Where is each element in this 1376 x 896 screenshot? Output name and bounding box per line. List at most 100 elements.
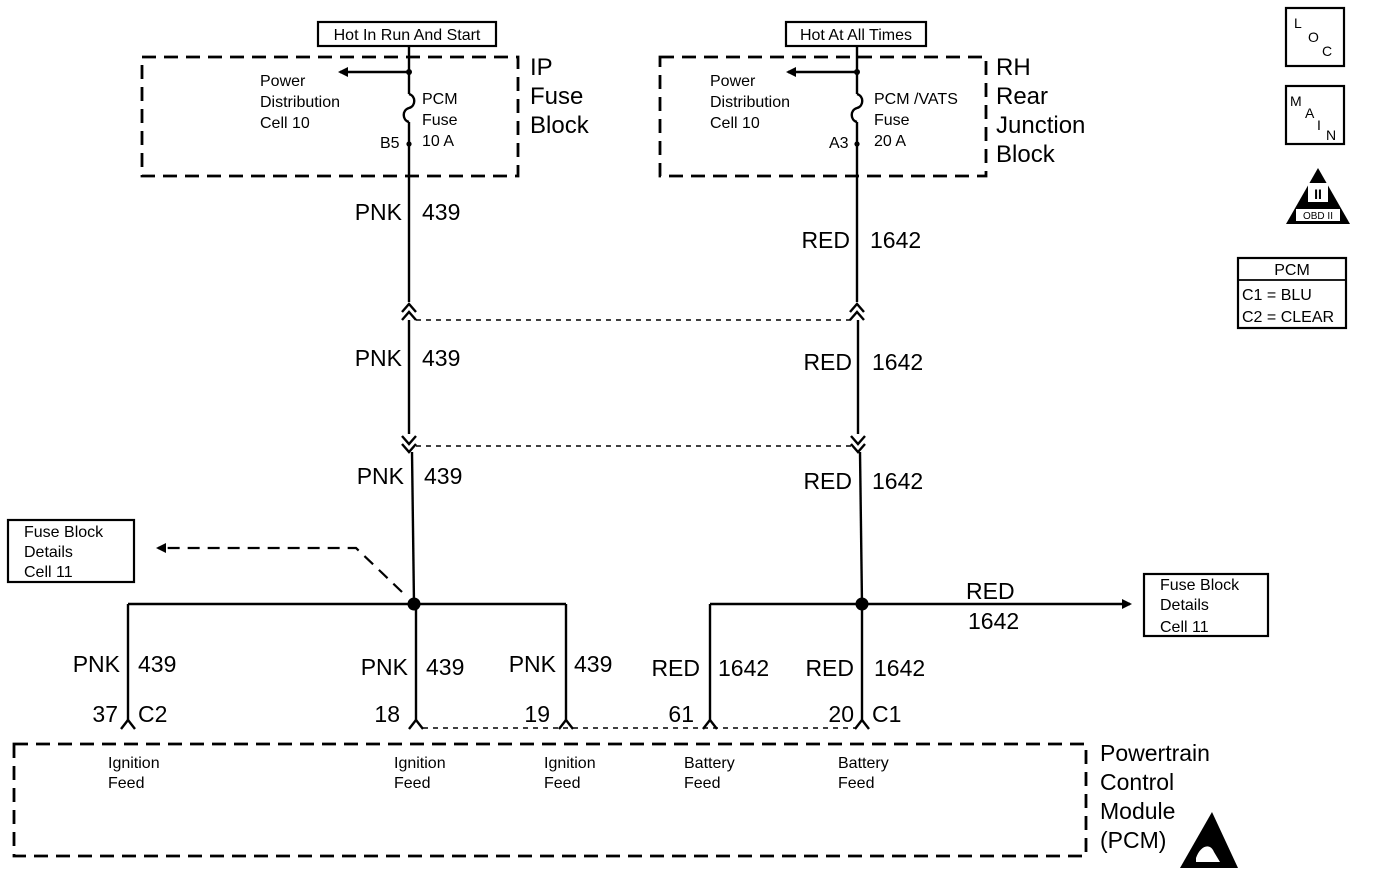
rh-block-title-1: RH [996, 54, 1031, 81]
pnk-wire-color-1: PNK [355, 199, 403, 225]
red-ref-wire-color: RED [966, 578, 1015, 604]
loc-icon[interactable]: L O C [1284, 6, 1346, 68]
rh-fuse-line-3: 20 A [874, 133, 906, 150]
pin-19-number: 19 [524, 701, 550, 727]
pin-18-feed-1: Ignition [394, 755, 446, 772]
ip-terminal-label: B5 [380, 135, 400, 152]
svg-text:Cell 11: Cell 11 [24, 564, 73, 581]
pin-20-feed-2: Feed [838, 775, 874, 792]
svg-text:Fuse Block: Fuse Block [24, 524, 104, 541]
pin-37-feed-2: Feed [108, 775, 144, 792]
pnk-pin37-circuit: 439 [138, 651, 176, 677]
red-pin61-color: RED [651, 655, 700, 681]
rh-block-title-2: Rear [996, 83, 1048, 110]
pcm-title-1: Powertrain [1100, 740, 1210, 766]
red-wire-color-3: RED [803, 468, 852, 494]
svg-text:M: M [1290, 93, 1302, 109]
svg-text:Cell 11: Cell 11 [1160, 619, 1209, 636]
red-ref-wire-circuit: 1642 [968, 608, 1019, 634]
pnk-wire-circuit-1: 439 [422, 199, 460, 225]
pcm-title-3: Module [1100, 798, 1175, 824]
ip-fuse-block: IP Fuse Block Power Distribution Cell 10… [140, 46, 590, 178]
svg-text:A: A [1305, 105, 1315, 121]
svg-text:C: C [1322, 43, 1332, 59]
ip-fuse-block-title-2: Fuse [530, 83, 583, 110]
red-wire-color-1: RED [801, 227, 850, 253]
ip-fuse-block-title-3: Block [530, 112, 590, 139]
pcm-connector-legend: PCM C1 = BLU C2 = CLEAR [1236, 256, 1348, 330]
pnk-pin37-color: PNK [73, 651, 121, 677]
pin-20-number: 20 [828, 701, 854, 727]
connector-pins [120, 718, 870, 730]
svg-text:O: O [1308, 29, 1319, 45]
rh-fuse-line-2: Fuse [874, 112, 910, 129]
red-wire-color-2: RED [803, 349, 852, 375]
rh-pcm-vats-fuse-icon [850, 92, 864, 124]
svg-text:Details: Details [1160, 597, 1209, 614]
rh-block-title-3: Junction [996, 112, 1085, 139]
rh-fuse-line-1: PCM /VATS [874, 91, 958, 108]
pnk-wire-color-2: PNK [355, 345, 403, 371]
svg-text:Details: Details [24, 544, 73, 561]
rh-pd-line-1: Power [710, 73, 756, 90]
ip-fuse-line-3: 10 A [422, 133, 454, 150]
pin-61-feed-2: Feed [684, 775, 720, 792]
red-splice [708, 597, 1132, 720]
esd-warning-icon [1180, 812, 1238, 868]
svg-text:Hot In Run And Start: Hot In Run And Start [334, 27, 481, 44]
left-ref-dashed-leader [156, 543, 403, 593]
pin-20-feed-1: Battery [838, 755, 889, 772]
pin-19-feed-2: Feed [544, 775, 580, 792]
obd-ii-icon[interactable]: II OBD II [1286, 168, 1350, 224]
svg-text:OBD II: OBD II [1303, 211, 1333, 222]
svg-text:L: L [1294, 15, 1302, 31]
svg-text:I: I [1317, 117, 1321, 133]
red-pin20-circuit: 1642 [874, 655, 925, 681]
ip-pd-line-2: Distribution [260, 94, 340, 111]
rh-pd-line-2: Distribution [710, 94, 790, 111]
red-wire-circuit-1: 1642 [870, 227, 921, 253]
pin-61-feed-1: Battery [684, 755, 735, 772]
pin-18-feed-2: Feed [394, 775, 430, 792]
pnk-pin19-color: PNK [509, 651, 557, 677]
fuse-block-details-ref-left[interactable]: Fuse Block Details Cell 11 [6, 518, 136, 584]
svg-text:N: N [1326, 127, 1336, 143]
red-wire-circuit-2: 1642 [872, 349, 923, 375]
ip-fuse-block-title-1: IP [530, 54, 553, 81]
svg-text:II: II [1314, 186, 1322, 202]
main-icon[interactable]: M A I N [1284, 84, 1346, 146]
pin-37-number: 37 [92, 701, 118, 727]
pin-19-feed-1: Ignition [544, 755, 596, 772]
pnk-wire-circuit-2: 439 [422, 345, 460, 371]
svg-text:C2 = CLEAR: C2 = CLEAR [1242, 309, 1334, 326]
red-main-wire [849, 144, 866, 605]
rh-terminal-label: A3 [829, 135, 849, 152]
rh-rear-junction-block: RH Rear Junction Block Power Distributio… [658, 46, 1085, 178]
ip-pd-line-3: Cell 10 [260, 115, 310, 132]
red-pin20-color: RED [805, 655, 854, 681]
red-pin61-circuit: 1642 [718, 655, 769, 681]
pcm-module: Ignition Feed Ignition Feed Ignition Fee… [12, 742, 1088, 858]
svg-text:Hot At All Times: Hot At All Times [800, 27, 912, 44]
svg-text:PCM: PCM [1274, 262, 1310, 279]
fuse-block-details-ref-right[interactable]: Fuse Block Details Cell 11 [1142, 572, 1270, 638]
pnk-pin18-color: PNK [361, 654, 409, 680]
ip-pd-line-1: Power [260, 73, 306, 90]
hot-in-run-and-start-label: Hot In Run And Start [316, 20, 498, 48]
ip-fuse-line-2: Fuse [422, 112, 458, 129]
pnk-wire-color-3: PNK [357, 463, 405, 489]
svg-text:C1 = BLU: C1 = BLU [1242, 287, 1312, 304]
pin-37-connector: C2 [138, 701, 167, 727]
pnk-main-wire [401, 144, 852, 605]
rh-pd-line-3: Cell 10 [710, 115, 760, 132]
pnk-splice [126, 597, 568, 720]
pnk-wire-circuit-3: 439 [424, 463, 462, 489]
pnk-pin19-circuit: 439 [574, 651, 612, 677]
ip-pcm-fuse-icon [402, 92, 416, 124]
svg-text:Fuse Block: Fuse Block [1160, 577, 1240, 594]
pcm-title-4: (PCM) [1100, 827, 1166, 853]
pin-61-number: 61 [668, 701, 694, 727]
rh-block-title-4: Block [996, 141, 1056, 168]
pnk-pin18-circuit: 439 [426, 654, 464, 680]
